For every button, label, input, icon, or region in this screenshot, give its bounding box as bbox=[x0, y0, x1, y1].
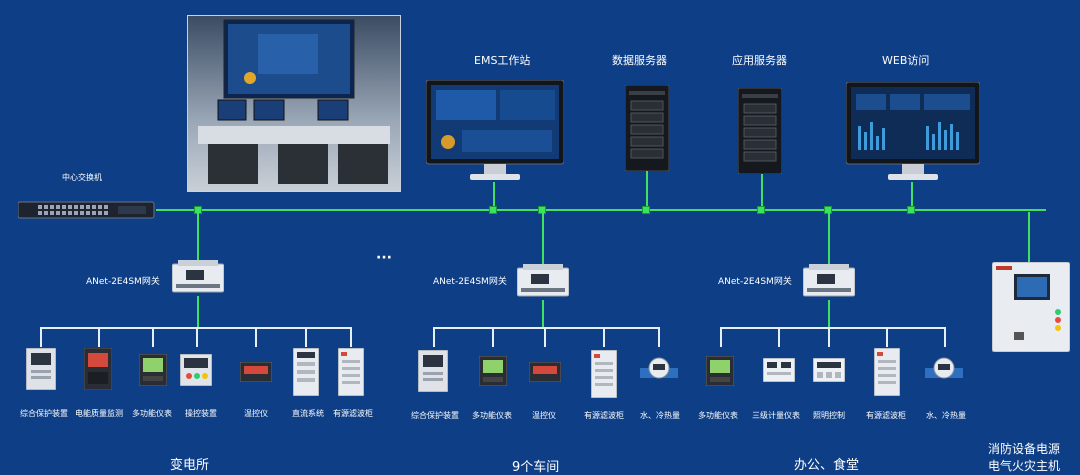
multifunction-meter-icon bbox=[706, 356, 734, 386]
group-2-drop-2 bbox=[492, 327, 494, 347]
network-bus bbox=[156, 209, 1046, 211]
data-server-link bbox=[646, 171, 648, 210]
group-1-device-5-label: 温控仪 bbox=[244, 409, 268, 418]
dc-system-icon bbox=[293, 348, 319, 396]
group-3-drop-1 bbox=[720, 327, 722, 347]
group-1-device-1-label: 综合保护装置 bbox=[20, 409, 68, 418]
gw3-downlink bbox=[828, 300, 830, 328]
gateway-1-label: ANet-2E4SM网关 bbox=[86, 277, 160, 287]
control-room-photo bbox=[187, 15, 401, 192]
group-2-drop-3 bbox=[544, 327, 546, 347]
group-2-drop-1 bbox=[433, 327, 435, 347]
active-filter-cabinet-icon bbox=[874, 348, 900, 396]
group-2-device-1-label: 综合保护装置 bbox=[411, 411, 459, 420]
group-2-device-3-label: 温控仪 bbox=[532, 411, 556, 420]
group-1-drop-7 bbox=[350, 327, 352, 347]
group-1-drop-5 bbox=[255, 327, 257, 347]
bus-node-ems bbox=[489, 206, 497, 214]
group-1-device-7-label: 有源滤波柜 bbox=[333, 409, 373, 418]
app-server-label: 应用服务器 bbox=[732, 54, 787, 67]
group-2-busbar bbox=[433, 327, 658, 329]
protection-device-icon bbox=[418, 350, 448, 392]
group-1-drop-3 bbox=[152, 327, 154, 347]
group-2-drop-4 bbox=[603, 327, 605, 347]
group-3-device-2-label: 三级计量仪表 bbox=[752, 411, 800, 420]
active-filter-cabinet-icon bbox=[591, 350, 617, 398]
data-server-label: 数据服务器 bbox=[612, 54, 667, 67]
web-monitor-icon bbox=[846, 82, 980, 180]
gw1-uplink bbox=[197, 212, 199, 260]
group-1-drop-2 bbox=[98, 327, 100, 347]
ems-monitor-icon bbox=[426, 80, 564, 180]
group-3-title: 办公、食堂 bbox=[794, 458, 860, 473]
bus-node-web bbox=[907, 206, 915, 214]
group-3-device-3-label: 照明控制 bbox=[813, 411, 845, 420]
active-filter-cabinet-icon bbox=[338, 348, 364, 396]
fire-cabinet-icon bbox=[992, 262, 1070, 352]
group-2-title: 9个车间 bbox=[512, 460, 560, 475]
group-1-title: 变电所 bbox=[170, 458, 210, 473]
group-3-device-4-label: 有源滤波柜 bbox=[866, 411, 906, 420]
group-2-device-5-label: 水、冷热量 bbox=[640, 411, 680, 420]
gateway-3-icon bbox=[803, 264, 855, 297]
group-1-device-2-label: 电能质量监测 bbox=[75, 409, 123, 418]
multifunction-meter-icon bbox=[139, 354, 167, 386]
group-3-drop-2 bbox=[778, 327, 780, 347]
data-server-icon bbox=[625, 85, 669, 171]
group-2-drop-5 bbox=[658, 327, 660, 347]
group-3-drop-5 bbox=[944, 327, 946, 347]
lighting-control-icon bbox=[813, 358, 845, 382]
group-3-busbar bbox=[720, 327, 944, 329]
fire-uplink bbox=[1028, 212, 1030, 264]
protection-device-icon bbox=[26, 348, 56, 390]
fire-label-line2: 电气火灾主机 bbox=[988, 459, 1061, 473]
temperature-controller-icon bbox=[240, 362, 272, 382]
gateway-2-icon bbox=[517, 264, 569, 297]
heat-meter-icon bbox=[925, 357, 963, 379]
group-1-device-4-label: 操控装置 bbox=[185, 409, 217, 418]
group-1-drop-1 bbox=[40, 327, 42, 347]
gw2-uplink bbox=[542, 212, 544, 264]
bus-node-app-server bbox=[757, 206, 765, 214]
ems-label: EMS工作站 bbox=[474, 54, 531, 67]
group-3-device-5-label: 水、冷热量 bbox=[926, 411, 966, 420]
switch-label: 中心交换机 bbox=[62, 173, 102, 182]
multifunction-meter-icon bbox=[479, 356, 507, 386]
group-1-busbar bbox=[40, 327, 350, 329]
group-1-device-6-label: 直流系统 bbox=[292, 409, 324, 418]
app-server-link bbox=[761, 174, 763, 210]
gw3-uplink bbox=[828, 212, 830, 264]
group-3-device-1-label: 多功能仪表 bbox=[698, 411, 738, 420]
group-1-device-3-label: 多功能仪表 bbox=[132, 409, 172, 418]
group-1-drop-6 bbox=[305, 327, 307, 347]
web-label: WEB访问 bbox=[882, 54, 930, 67]
gateway-2-label: ANet-2E4SM网关 bbox=[433, 277, 507, 287]
sub-meter-icon bbox=[763, 358, 795, 382]
fire-label-line1: 消防设备电源 bbox=[988, 442, 1061, 456]
power-quality-monitor-icon bbox=[84, 348, 112, 390]
group-3-drop-3 bbox=[828, 327, 830, 347]
gateway-3-label: ANet-2E4SM网关 bbox=[718, 277, 792, 287]
more-ellipsis: ··· bbox=[376, 250, 392, 266]
temperature-controller-icon bbox=[529, 362, 561, 382]
app-server-icon bbox=[738, 88, 782, 174]
gw2-downlink bbox=[542, 300, 544, 328]
web-link bbox=[911, 182, 913, 210]
gateway-1-icon bbox=[172, 260, 224, 293]
control-room-image bbox=[198, 19, 390, 184]
group-2-device-4-label: 有源滤波柜 bbox=[584, 411, 624, 420]
control-device-icon bbox=[180, 354, 212, 386]
bus-node-data-server bbox=[642, 206, 650, 214]
heat-meter-icon bbox=[640, 357, 678, 379]
group-2-device-2-label: 多功能仪表 bbox=[472, 411, 512, 420]
central-switch-icon bbox=[18, 201, 155, 219]
ems-link bbox=[493, 182, 495, 210]
group-1-drop-4 bbox=[196, 327, 198, 347]
gw1-downlink bbox=[197, 296, 199, 328]
group-3-drop-4 bbox=[886, 327, 888, 347]
